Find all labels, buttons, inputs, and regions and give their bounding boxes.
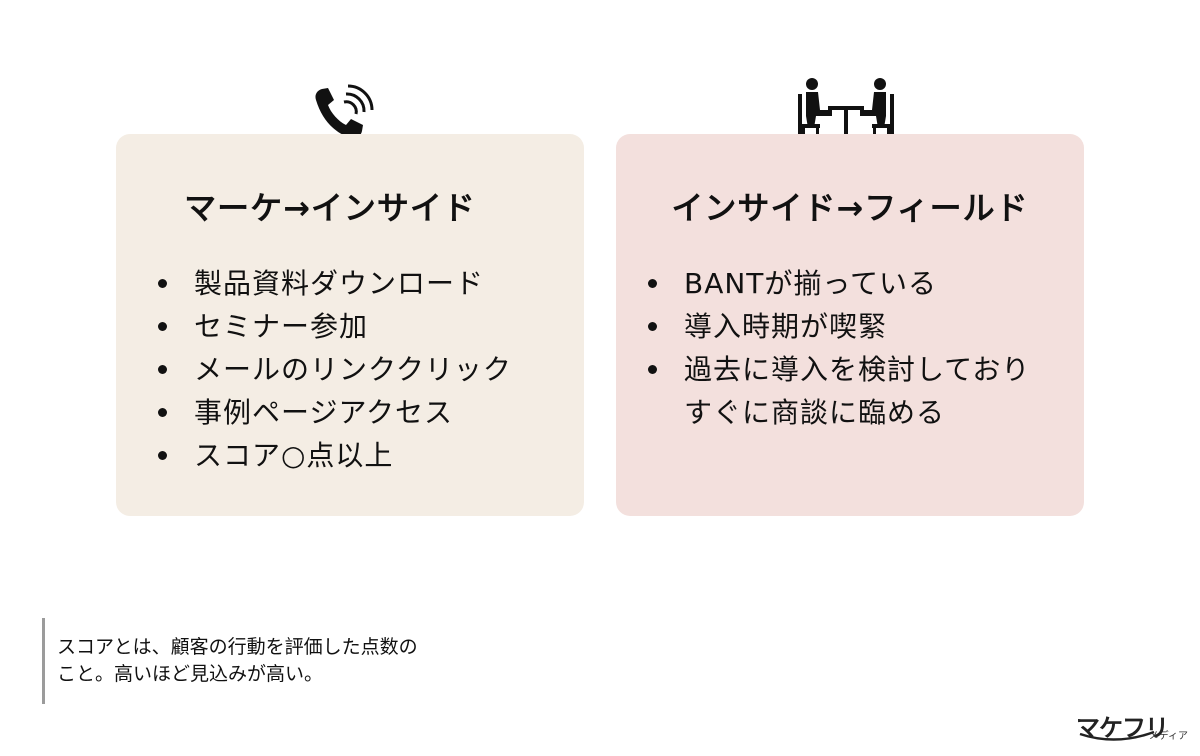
logo-swoosh-icon — [1079, 730, 1155, 741]
list-item: メールのリンククリック — [156, 348, 512, 391]
right-card-title: インサイド→フィールド — [671, 189, 1029, 227]
meeting-table-icon — [798, 78, 894, 143]
list-item: セミナー参加 — [156, 305, 512, 348]
list-item: 製品資料ダウンロード — [156, 262, 512, 305]
score-note: スコアとは、顧客の行動を評価した点数の こと。高いほど見込みが高い。 — [42, 618, 562, 704]
phone-ringing-icon — [315, 84, 374, 139]
list-item: 過去に導入を検討しており すぐに商談に臨める — [646, 348, 1074, 434]
left-card-list: 製品資料ダウンロード セミナー参加 メールのリンククリック 事例ページアクセス … — [156, 262, 512, 477]
left-card-title: マーケ→インサイド — [184, 189, 476, 227]
note-line: スコアとは、顧客の行動を評価した点数の — [57, 636, 418, 658]
list-item: BANTが揃っている — [646, 262, 1074, 305]
brand-logo: マケフリ メディア — [1076, 706, 1188, 746]
list-item: 導入時期が喫緊 — [646, 305, 1074, 348]
note-line: こと。高いほど見込みが高い。 — [57, 663, 324, 685]
logo-sub-text: メディア — [1148, 731, 1188, 742]
list-item-line: すぐに商談に臨める — [684, 396, 946, 429]
left-card: マーケ→インサイド 製品資料ダウンロード セミナー参加 メールのリンククリック … — [116, 134, 584, 516]
list-item-line: 過去に導入を検討しており — [684, 353, 1031, 386]
right-card-list: BANTが揃っている 導入時期が喫緊 過去に導入を検討しており すぐに商談に臨め… — [646, 262, 1074, 434]
list-item: 事例ページアクセス — [156, 391, 512, 434]
list-item: スコア○点以上 — [156, 434, 512, 477]
right-card: インサイド→フィールド BANTが揃っている 導入時期が喫緊 過去に導入を検討し… — [616, 134, 1084, 516]
